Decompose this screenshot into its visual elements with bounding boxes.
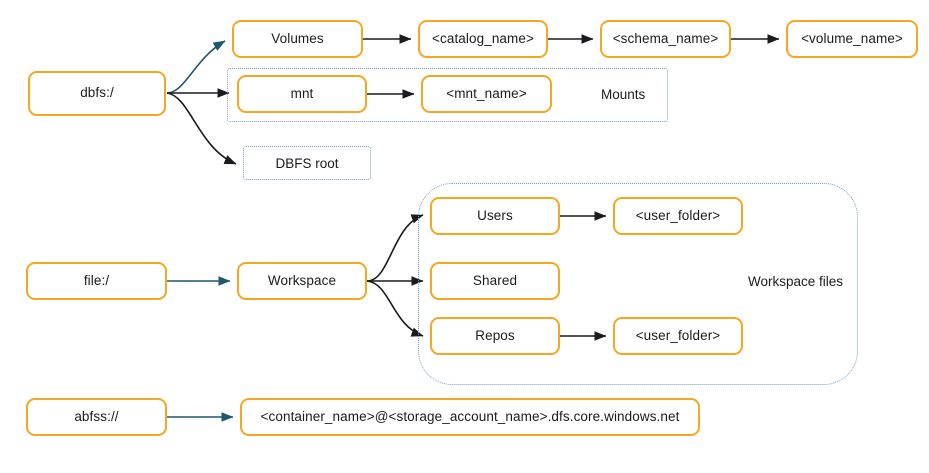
- group-mounts-label: Mounts: [601, 87, 646, 102]
- node-volume-name[interactable]: <volume_name>: [786, 20, 918, 58]
- node-file-uri[interactable]: file:/: [26, 262, 167, 300]
- node-abfss-target[interactable]: <container_name>@<storage_account_name>.…: [240, 398, 700, 436]
- group-workspace-files-label: Workspace files: [748, 274, 844, 289]
- edge-dbfs-volumes: [166, 40, 226, 94]
- group-mounts: [227, 68, 668, 122]
- node-mnt[interactable]: mnt: [237, 75, 367, 113]
- node-workspace[interactable]: Workspace: [237, 262, 367, 300]
- node-dbfs-root[interactable]: DBFS root: [243, 146, 371, 180]
- node-schema-name[interactable]: <schema_name>: [600, 20, 731, 58]
- node-dbfs-uri[interactable]: dbfs:/: [28, 71, 166, 116]
- node-catalog-name[interactable]: <catalog_name>: [418, 20, 548, 58]
- node-users[interactable]: Users: [430, 197, 560, 235]
- edge-workspace-users: [366, 214, 424, 282]
- edge-workspace-repos: [366, 280, 424, 337]
- node-volumes[interactable]: Volumes: [232, 20, 363, 58]
- node-shared[interactable]: Shared: [430, 262, 560, 300]
- edge-dbfs-dbfsroot: [166, 92, 237, 165]
- node-abfss-uri[interactable]: abfss://: [26, 398, 167, 436]
- node-users-user-folder[interactable]: <user_folder>: [613, 197, 743, 235]
- node-repos-user-folder[interactable]: <user_folder>: [613, 317, 743, 355]
- node-repos[interactable]: Repos: [430, 317, 560, 355]
- group-workspace-files: [418, 183, 858, 385]
- node-mnt-name[interactable]: <mnt_name>: [421, 75, 552, 113]
